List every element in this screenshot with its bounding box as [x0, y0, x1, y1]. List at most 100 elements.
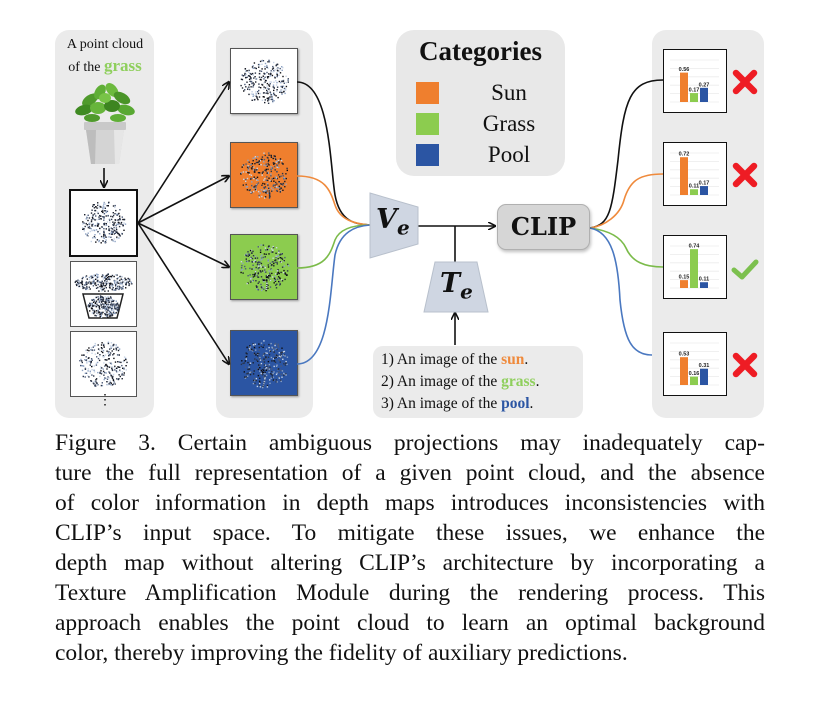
cloud-point [107, 376, 109, 378]
cloud-point [272, 249, 274, 251]
cloud-point [273, 351, 275, 353]
cloud-point [259, 192, 261, 194]
cloud-point [263, 186, 265, 189]
cloud-point [104, 313, 106, 315]
cloud-point [255, 169, 257, 171]
cloud-point [98, 305, 101, 308]
cloud-point [261, 258, 263, 260]
cloud-point [102, 300, 104, 302]
cloud-point [246, 81, 248, 83]
legend-item-pool: Pool [416, 142, 556, 168]
cloud-point [258, 72, 261, 75]
cloud-point [249, 362, 252, 364]
cloud-point [268, 154, 270, 156]
cloud-point [96, 356, 98, 358]
cloud-point [287, 81, 289, 83]
cloud-point [75, 283, 78, 286]
cloud-point [275, 379, 277, 381]
cloud-point [240, 363, 243, 366]
cloud-point [104, 276, 107, 278]
projection-orange[interactable] [230, 142, 298, 208]
cloud-point [278, 162, 280, 165]
cloud-point [278, 377, 280, 379]
cloud-point [272, 349, 274, 352]
cloud-point [256, 288, 258, 290]
cloud-point [92, 282, 94, 284]
cloud-point [82, 227, 84, 229]
cloud-point [92, 382, 95, 384]
cloud-point [118, 221, 120, 224]
cloud-point [106, 306, 108, 309]
cloud-point [95, 278, 97, 280]
cloud-point [250, 174, 253, 176]
cloud-point [269, 81, 271, 83]
cloud-point [244, 74, 246, 76]
bar-value-label: 0.15 [679, 275, 690, 281]
cloud-point [109, 314, 111, 316]
cloud-point [247, 255, 249, 257]
cloud-point [251, 166, 254, 168]
cloud-point [252, 84, 255, 87]
cloud-point [276, 164, 278, 166]
cloud-point [275, 177, 277, 179]
cloud-point [115, 308, 118, 310]
cloud-point [89, 227, 91, 229]
cloud-point [284, 256, 286, 259]
cloud-point [257, 172, 260, 174]
cloud-point [253, 379, 255, 382]
source-view-3[interactable] [70, 331, 137, 397]
cloud-point [99, 233, 101, 235]
cloud-point [116, 223, 118, 225]
cloud-point [244, 376, 246, 378]
cloud-point [126, 279, 129, 281]
cloud-point [94, 304, 96, 306]
cloud-point [90, 304, 92, 307]
cloud-point [257, 276, 259, 278]
cloud-point [115, 289, 117, 291]
cloud-point [264, 269, 266, 271]
cloud-point [106, 205, 108, 207]
cloud-point [100, 304, 102, 306]
cloud-point [103, 237, 105, 239]
cloud-point [113, 229, 115, 231]
cloud-point [105, 282, 108, 285]
cloud-point [249, 345, 251, 347]
cloud-point [114, 361, 117, 363]
cloud-point [279, 257, 281, 259]
projection-blue[interactable] [230, 330, 298, 396]
cloud-point [109, 283, 111, 285]
cloud-point [113, 312, 115, 314]
cloud-point [107, 299, 110, 302]
cloud-point [116, 302, 119, 304]
cloud-point [87, 219, 89, 222]
cloud-point [278, 359, 280, 362]
cloud-point [108, 236, 110, 238]
cloud-point [106, 279, 108, 281]
projection-green[interactable] [230, 234, 298, 300]
projection-white[interactable] [230, 48, 298, 114]
cloud-point [279, 361, 281, 363]
cloud-point [272, 257, 274, 259]
cloud-point [113, 303, 115, 305]
cloud-point [252, 362, 254, 364]
cloud-point [77, 283, 80, 285]
cloud-point [112, 304, 114, 307]
cloud-point [253, 261, 255, 263]
cloud-point [255, 285, 258, 287]
cloud-point [255, 349, 257, 351]
more-views-ellipsis: ⋮ [98, 393, 112, 408]
cloud-point [265, 276, 268, 279]
cloud-point [104, 241, 107, 243]
source-view-2[interactable] [70, 261, 137, 327]
cloud-point [97, 223, 99, 225]
cloud-point [96, 383, 98, 385]
cloud-point [85, 284, 87, 286]
cloud-point [280, 159, 283, 162]
cloud-point [267, 76, 270, 78]
cloud-point [281, 257, 283, 259]
source-view-selected[interactable] [69, 189, 138, 257]
cloud-point [267, 92, 269, 95]
cloud-point [108, 383, 110, 385]
cloud-point [268, 197, 271, 199]
cloud-point [252, 273, 254, 276]
